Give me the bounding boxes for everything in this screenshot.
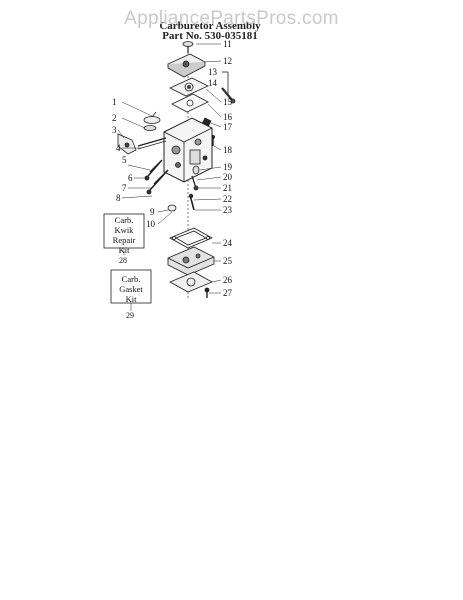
callout-9: 9	[150, 207, 155, 217]
callout-15: 15	[223, 97, 233, 107]
part-5-6-needle	[144, 159, 163, 181]
callout-10: 10	[146, 219, 156, 229]
part-9-cap	[167, 204, 177, 212]
part-25-pump-body	[167, 246, 215, 276]
callout-16: 16	[223, 112, 233, 122]
callout-1: 1	[112, 97, 117, 107]
part-3-lever	[117, 133, 137, 155]
part-11-screw	[182, 41, 194, 53]
part-carburetor-body	[163, 117, 213, 183]
leader-lines	[117, 43, 222, 311]
part-13-14-screw	[221, 71, 236, 104]
callout-23: 23	[223, 205, 233, 215]
callout-8: 8	[116, 193, 121, 203]
callout-11: 11	[223, 39, 232, 49]
kit-number-repair: 28	[119, 256, 127, 265]
part-20-21-screw	[191, 175, 199, 191]
part-22-23-pin	[188, 193, 195, 211]
watermark-logo: AppliancePartsPros.com	[124, 8, 339, 29]
kit-label-repair: Carb. Kwik Repair Kit	[112, 215, 136, 255]
diagram-part-number: Part No. 530-035181	[162, 30, 258, 42]
part-27-screw	[204, 287, 210, 298]
part-1-cap	[143, 111, 161, 124]
callout-18: 18	[223, 145, 233, 155]
kit-box-repair	[103, 213, 145, 249]
part-12-cover	[167, 53, 206, 78]
callout-13: 13	[208, 67, 218, 77]
part-15-diaphragm	[169, 77, 209, 97]
callout-24: 24	[223, 238, 233, 248]
part-2-disc	[143, 125, 157, 131]
kit-label-gasket: Carb. Gasket Kit	[119, 274, 143, 304]
diagram-title: Carburetor Assembly	[159, 20, 261, 32]
callout-3: 3	[112, 125, 117, 135]
callout-7: 7	[122, 183, 127, 193]
part-4-shaft	[137, 137, 167, 150]
part-16-gasket	[171, 93, 209, 113]
part-24-gasket	[169, 227, 213, 249]
callout-19: 19	[223, 162, 233, 172]
callout-2: 2	[112, 113, 117, 123]
kit-box-gasket	[110, 269, 152, 304]
callout-21: 21	[223, 183, 232, 193]
callout-25: 25	[223, 256, 233, 266]
callout-26: 26	[223, 275, 233, 285]
kit-number-gasket: 29	[126, 311, 134, 320]
callout-5: 5	[122, 155, 127, 165]
callout-12: 12	[223, 56, 232, 66]
callout-22: 22	[223, 194, 232, 204]
callout-numbers: 1 2 3 4 5 6 7 8 9 10 11 12 13 14 15 16 1…	[112, 39, 233, 298]
callout-14: 14	[208, 78, 218, 88]
callout-4: 4	[116, 143, 121, 153]
callout-17: 17	[223, 122, 233, 132]
part-7-8-needle	[146, 169, 169, 195]
callout-20: 20	[223, 172, 233, 182]
part-19-washer	[192, 165, 200, 175]
callout-6: 6	[128, 173, 133, 183]
callout-27: 27	[223, 288, 233, 298]
